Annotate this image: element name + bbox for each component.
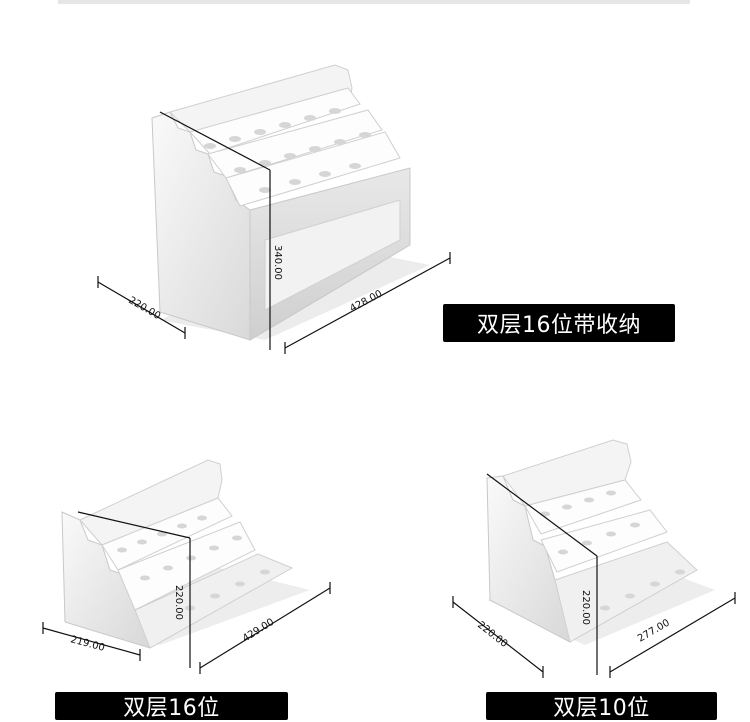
dim-width-2: 429.00 xyxy=(241,617,277,645)
product-rack-10: 220.00 220.00 277.00 xyxy=(445,430,745,685)
product-rack-16-with-storage: 220.00 340.00 428.00 xyxy=(90,50,470,360)
dim-height-3: 220.00 xyxy=(580,590,591,625)
rack-illustration-2: 219.00 220.00 429.00 xyxy=(42,459,331,674)
top-divider xyxy=(58,0,690,4)
product-label-1: 双层16位带收纳 xyxy=(443,304,675,342)
dim-depth-1: 220.00 xyxy=(127,295,163,322)
dim-width-3: 277.00 xyxy=(636,618,672,645)
rack-illustration-3: 220.00 220.00 277.00 xyxy=(452,439,736,678)
product-label-3: 双层10位 xyxy=(486,692,717,721)
dim-height-1: 340.00 xyxy=(272,245,283,280)
product-label-2: 双层16位 xyxy=(55,692,288,721)
rack-illustration-1: 220.00 340.00 428.00 xyxy=(97,64,451,354)
dim-depth-2: 219.00 xyxy=(69,634,106,654)
dim-depth-3: 220.00 xyxy=(475,620,509,650)
dim-height-2: 220.00 xyxy=(173,585,184,620)
product-rack-16: 219.00 220.00 429.00 xyxy=(40,450,340,680)
